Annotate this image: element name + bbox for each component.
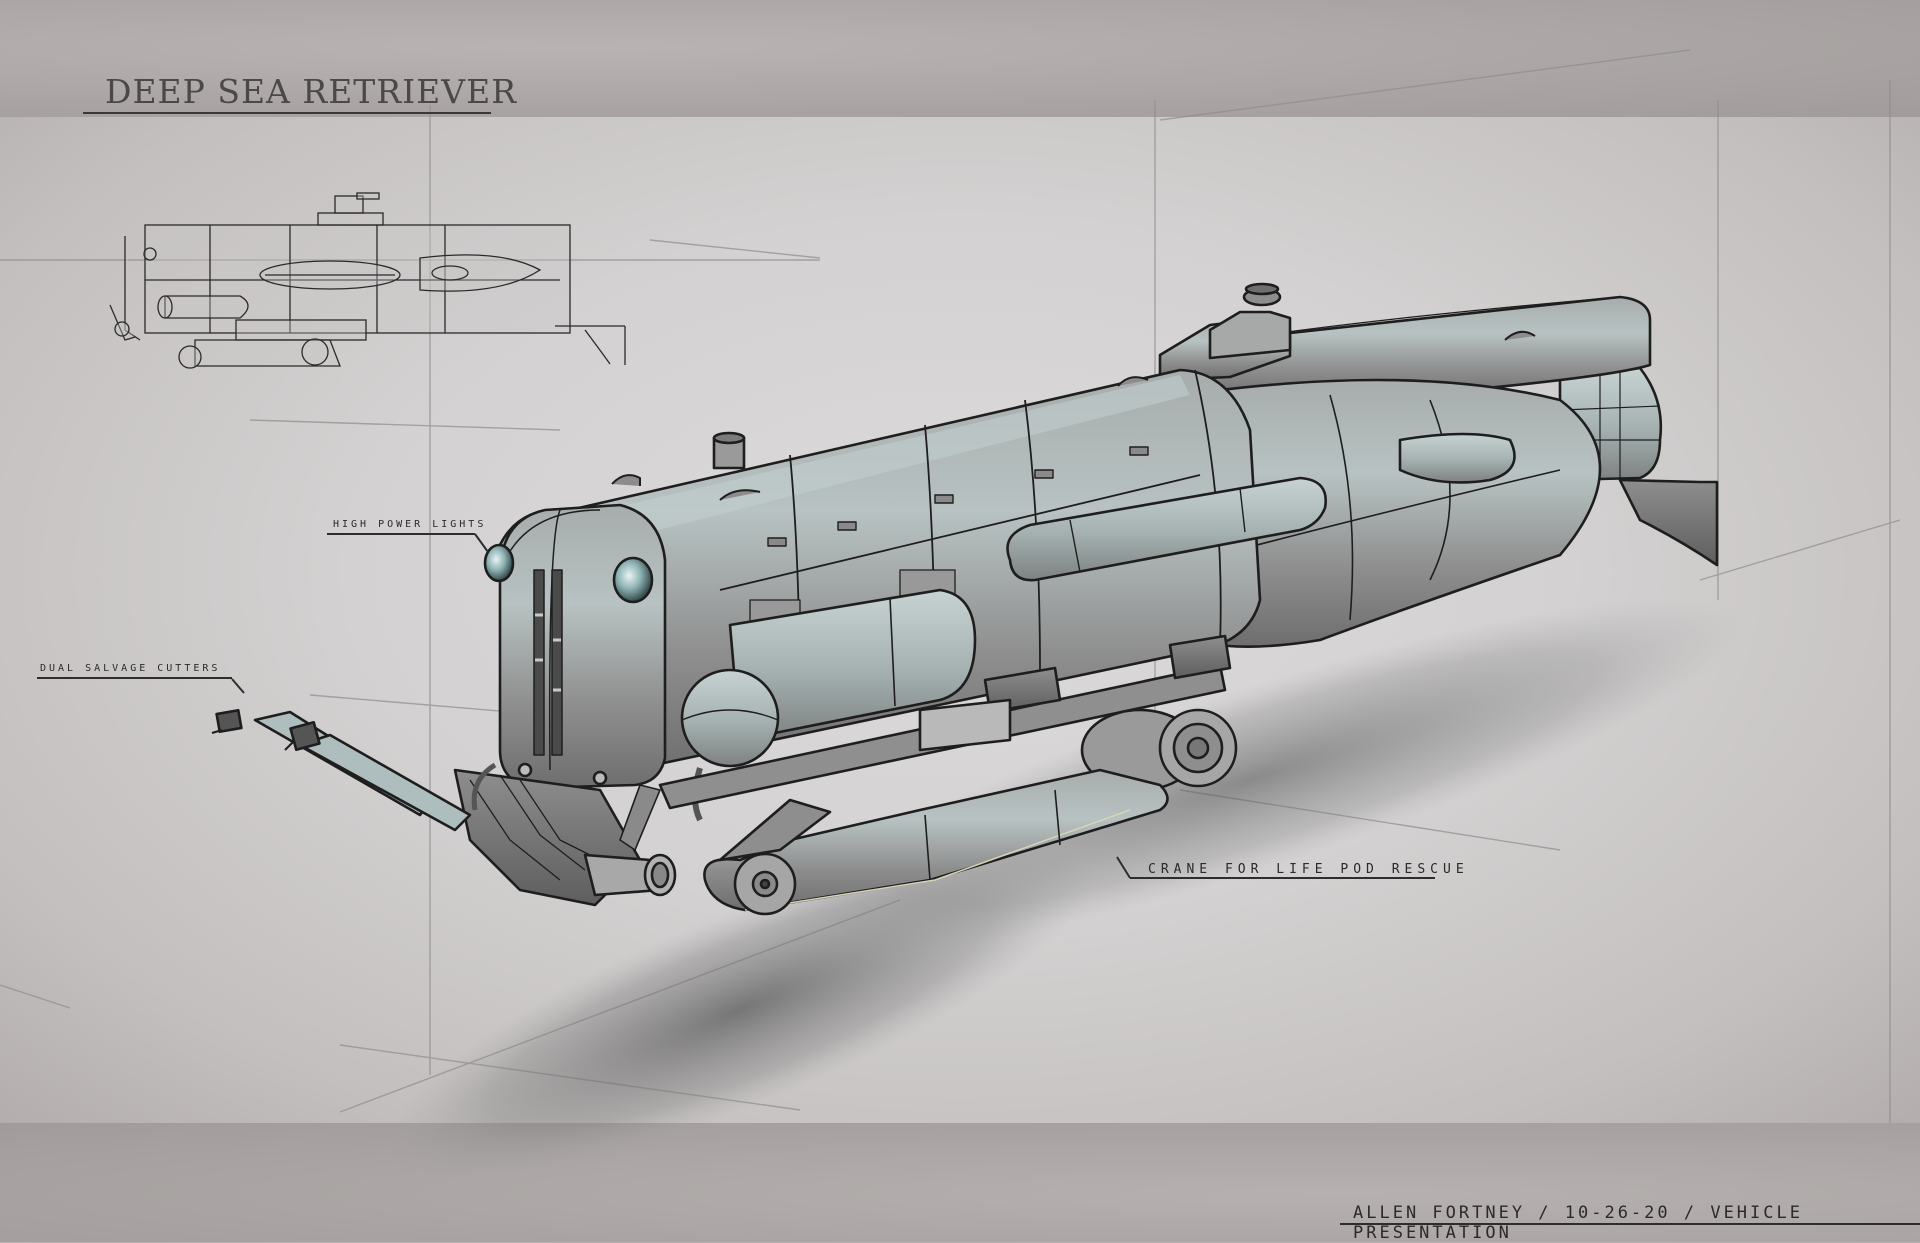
headlight-right — [612, 556, 654, 604]
bottom-band — [0, 1123, 1920, 1242]
annotation-rule-lights — [327, 533, 475, 535]
annotation-dual-salvage-cutters: DUAL SALVAGE CUTTERS — [40, 663, 221, 674]
annotation-crane-life-pod-rescue: CRANE FOR LIFE POD RESCUE — [1148, 862, 1469, 877]
credit-underline — [1340, 1223, 1920, 1225]
main-vehicle — [211, 282, 1719, 916]
artist-credit: ALLEN FORTNEY / 10-26-20 / VEHICLE PRESE… — [1353, 1203, 1803, 1243]
title-underline — [83, 112, 491, 114]
salvage-cutter-arms — [211, 708, 472, 832]
annotation-high-power-lights: HIGH POWER LIGHTS — [333, 519, 487, 530]
annotation-rule-crane — [1130, 877, 1435, 879]
annotation-rule-cutters — [37, 677, 232, 679]
top-band — [0, 0, 1920, 117]
sheet-title: DEEP SEA RETRIEVER — [105, 72, 518, 111]
side-view-sketch — [109, 192, 626, 369]
headlight-left — [483, 543, 515, 583]
